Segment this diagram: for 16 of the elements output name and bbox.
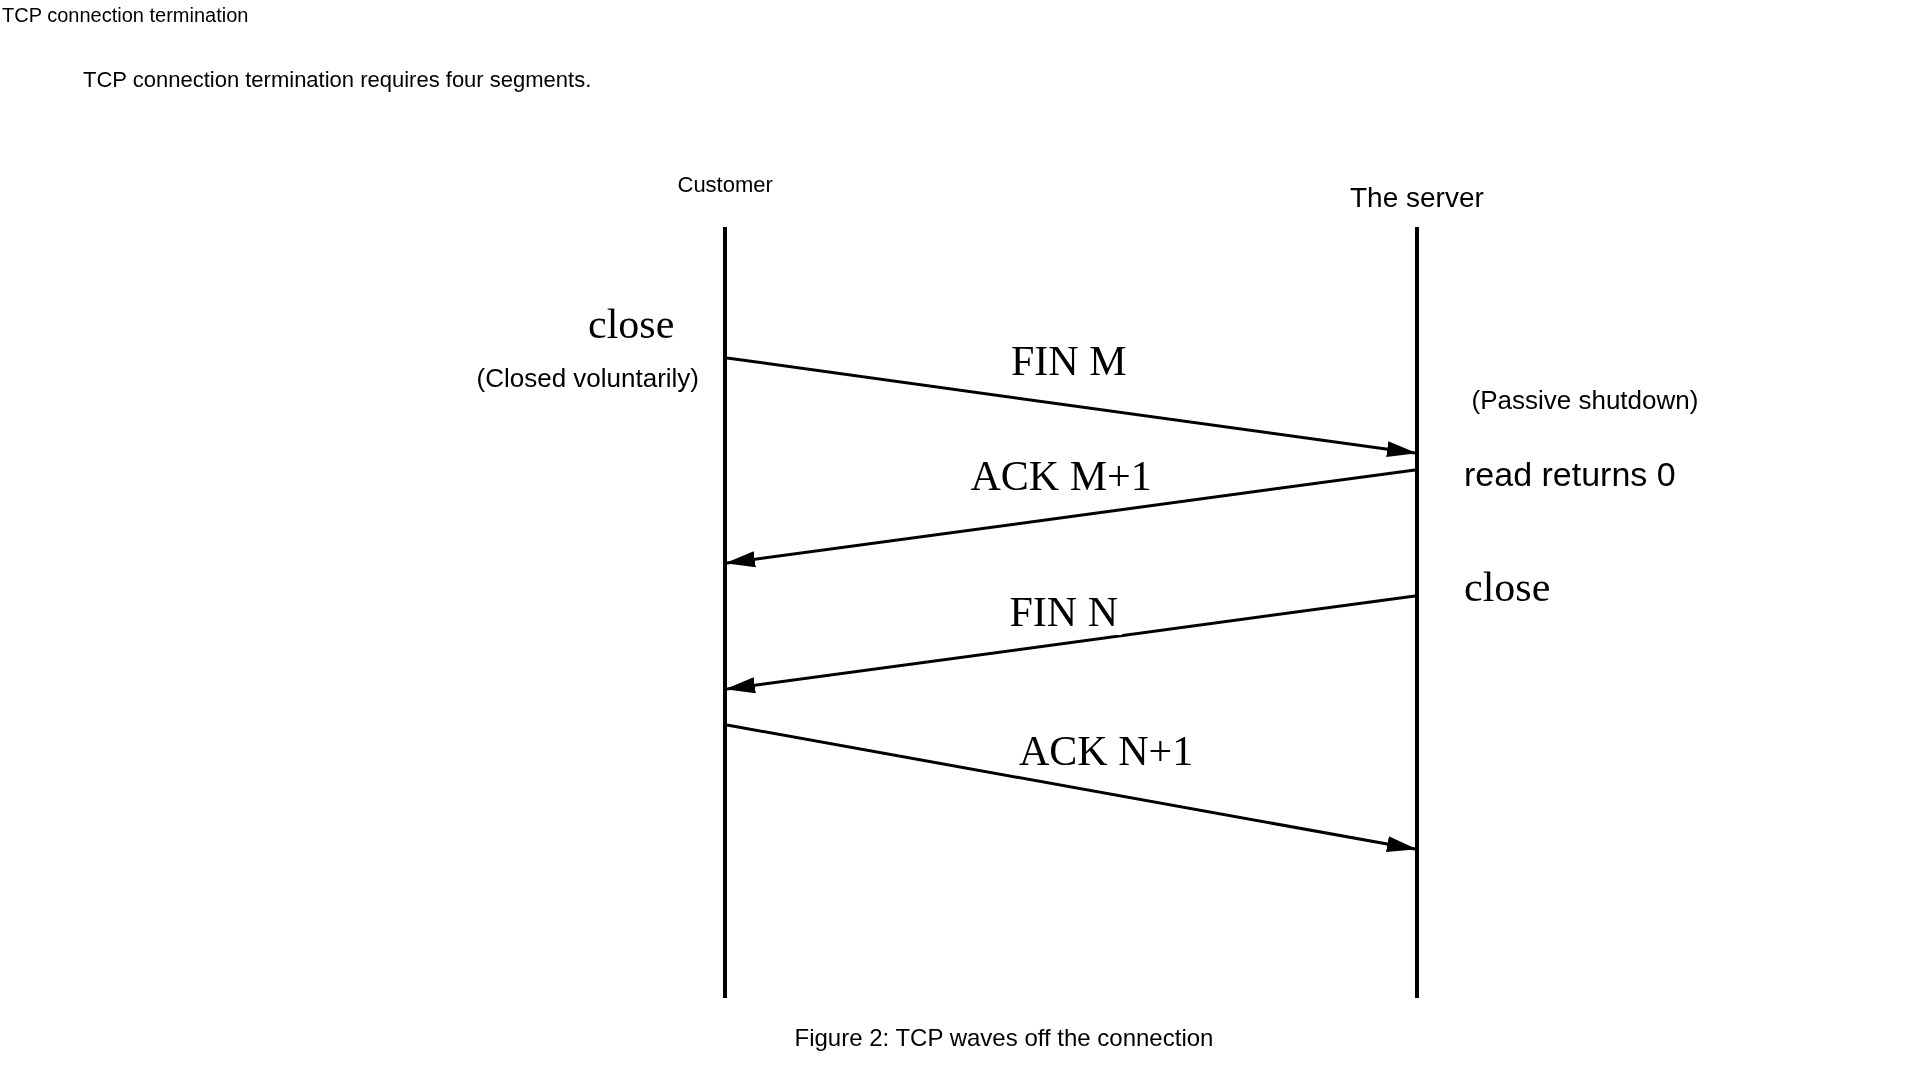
- message-arrow: [725, 468, 1416, 568]
- state-note: (Passive shutdown): [1471, 385, 1699, 415]
- lifeline: [723, 227, 727, 998]
- event-label: close: [588, 301, 675, 348]
- message-arrow: [726, 723, 1417, 852]
- event-label: read returns 0: [1464, 455, 1676, 493]
- state-note: (Closed voluntarily): [476, 363, 700, 393]
- heading: TCP connection termination: [2, 4, 249, 26]
- event-label: close: [1464, 564, 1551, 611]
- subtitle: TCP connection termination requires four segments.: [83, 68, 592, 93]
- participant-label: Customer: [677, 173, 773, 198]
- message-arrow: [726, 356, 1417, 458]
- participant-label: The server: [1350, 182, 1484, 214]
- message-arrow: [725, 594, 1416, 694]
- figure-caption: Figure 2: TCP waves off the connection: [794, 1025, 1214, 1052]
- lifeline: [1415, 227, 1419, 998]
